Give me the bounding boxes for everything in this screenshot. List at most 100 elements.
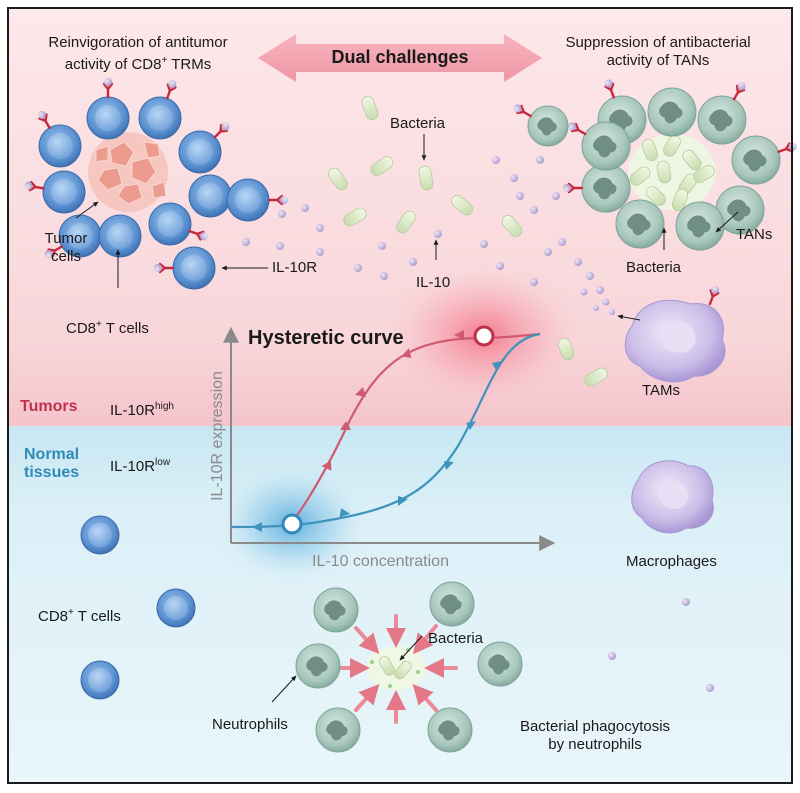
cd8-bottom-sup: + (68, 607, 74, 618)
macrophage-bottom (631, 460, 714, 534)
bacteria-tan-label: Bacteria (626, 259, 682, 276)
il10-label: IL-10 (416, 274, 451, 291)
il10r-receptor (563, 182, 584, 194)
cd8-t-cell (178, 130, 222, 174)
normal-state-marker (281, 513, 303, 535)
neutrophil-cell (315, 707, 361, 753)
bacteria-bottom-label: Bacteria (428, 630, 484, 647)
dual-challenges-arrow (258, 34, 542, 82)
il10r-label: IL-10R (272, 259, 318, 276)
cd8-t-cell (226, 178, 270, 222)
cd8-top-sup: + (96, 319, 102, 330)
bacteria-top-label: Bacteria (390, 115, 446, 132)
cd8-t-cell (86, 96, 130, 140)
il10r-low-label: IL-10Rlow (110, 454, 170, 476)
cd8-t-cell (138, 96, 182, 140)
normal-tissues-label: Normal tissues (24, 446, 79, 482)
il10r-receptor (165, 80, 177, 100)
macrophages-label: Macrophages (626, 553, 717, 570)
figure-frame (7, 7, 793, 784)
cd8-t-cell (148, 202, 192, 246)
il10r-receptor (513, 104, 532, 118)
cd8-t-cells-top (24, 78, 288, 290)
phagocytosis-label: Bacterial phagocytosis by neutrophils (494, 718, 696, 754)
tumor-state-marker (473, 325, 495, 347)
il10r-receptor (267, 194, 288, 206)
neutrophil-cell (295, 643, 341, 689)
cd8-t-cell (38, 124, 82, 168)
y-axis-label: IL-10R expression (209, 371, 226, 501)
il10r-receptor (732, 82, 746, 101)
cd8-top-text: CD8 (66, 320, 97, 337)
il10r-low-text: IL-10R (110, 458, 156, 475)
il10r-receptor (213, 122, 230, 139)
phago-line1: Bacterial phagocytosis (519, 718, 671, 735)
tan-bacteria (629, 135, 715, 212)
right-banner-title: Suppression of antibacterial activity of… (534, 34, 782, 70)
tams-label: TAMs (642, 382, 681, 399)
cd8-t-cells-top-label: CD8+ T cells (66, 316, 149, 338)
neutrophil-cell (427, 707, 473, 753)
il10r-receptor (604, 79, 615, 99)
tumor-cells-label: Tumor cells (30, 230, 102, 266)
il10r-receptor (102, 78, 114, 99)
cd8-t-cell (172, 246, 216, 290)
cd8-t-cells-bottom-label: CD8+ T cells (38, 604, 121, 626)
tumor-cells-line2: cells (50, 248, 81, 265)
il10r-receptor (44, 245, 64, 258)
right-banner-line2: activity of TANs (606, 52, 710, 69)
left-banner-line2: activity of CD8 (64, 56, 162, 73)
neutrophil-cell (429, 581, 475, 627)
red-curve-arrows (321, 330, 464, 471)
cd8-t-cell (188, 174, 232, 218)
il10r-high-text: IL-10R (110, 402, 156, 419)
cd8-t-cell (42, 170, 86, 214)
phagocytosis-arrows (336, 614, 458, 724)
left-banner-tail: TRMs (167, 56, 212, 73)
right-banner-line1: Suppression of antibacterial (565, 34, 751, 51)
tan-cluster (513, 79, 797, 251)
cd8-t-cell (98, 214, 142, 258)
hysteresis-red-curve (291, 332, 541, 523)
left-banner-sup: + (161, 55, 168, 66)
dual-challenges-label: Dual challenges (331, 47, 469, 67)
neutrophil-cell (715, 185, 765, 235)
il10r-receptor (708, 285, 720, 306)
il10r-receptor (154, 262, 175, 274)
neutrophil-cell (313, 587, 359, 633)
cd8-top-tail: T cells (101, 320, 149, 337)
x-axis-label: IL-10 concentration (312, 553, 449, 570)
cd8-t-cell (58, 214, 102, 258)
tumors-label: Tumors (20, 398, 78, 415)
il10r-receptor (188, 229, 208, 241)
il10r-low-sup: low (155, 457, 171, 468)
neutrophils-bottom (295, 581, 523, 753)
neutrophil-cell (731, 135, 781, 185)
il10r-receptor (38, 110, 51, 130)
left-banner-line1: Reinvigoration of antitumor (48, 34, 228, 51)
il10r-high-label: IL-10Rhigh (110, 398, 174, 420)
cd8-t-cells-bottom (80, 515, 196, 700)
neutrophil-cell (675, 201, 725, 251)
neutrophil-cell (697, 95, 747, 145)
tans-label: TANs (736, 226, 773, 243)
neutrophil-cell (615, 199, 665, 249)
neutrophil-cell (581, 121, 631, 171)
phagocytosis-center (366, 646, 426, 690)
tam-macrophage (624, 285, 726, 383)
il10r-receptor (568, 122, 587, 136)
phago-line2: by neutrophils (548, 736, 642, 753)
il10r-high-sup: high (155, 401, 174, 412)
annotation-arrows (75, 134, 739, 703)
il10r-receptor (24, 180, 45, 192)
graph-axes (223, 326, 556, 551)
cd8-bottom-text: CD8 (38, 608, 69, 625)
neutrophil-cell (647, 87, 697, 137)
left-banner-title: Reinvigoration of antitumor activity of … (14, 34, 262, 74)
neutrophil-cell (477, 641, 523, 687)
bacteria-top (328, 95, 608, 387)
neutrophil-cell (527, 105, 569, 147)
tumor-cells (88, 132, 168, 212)
